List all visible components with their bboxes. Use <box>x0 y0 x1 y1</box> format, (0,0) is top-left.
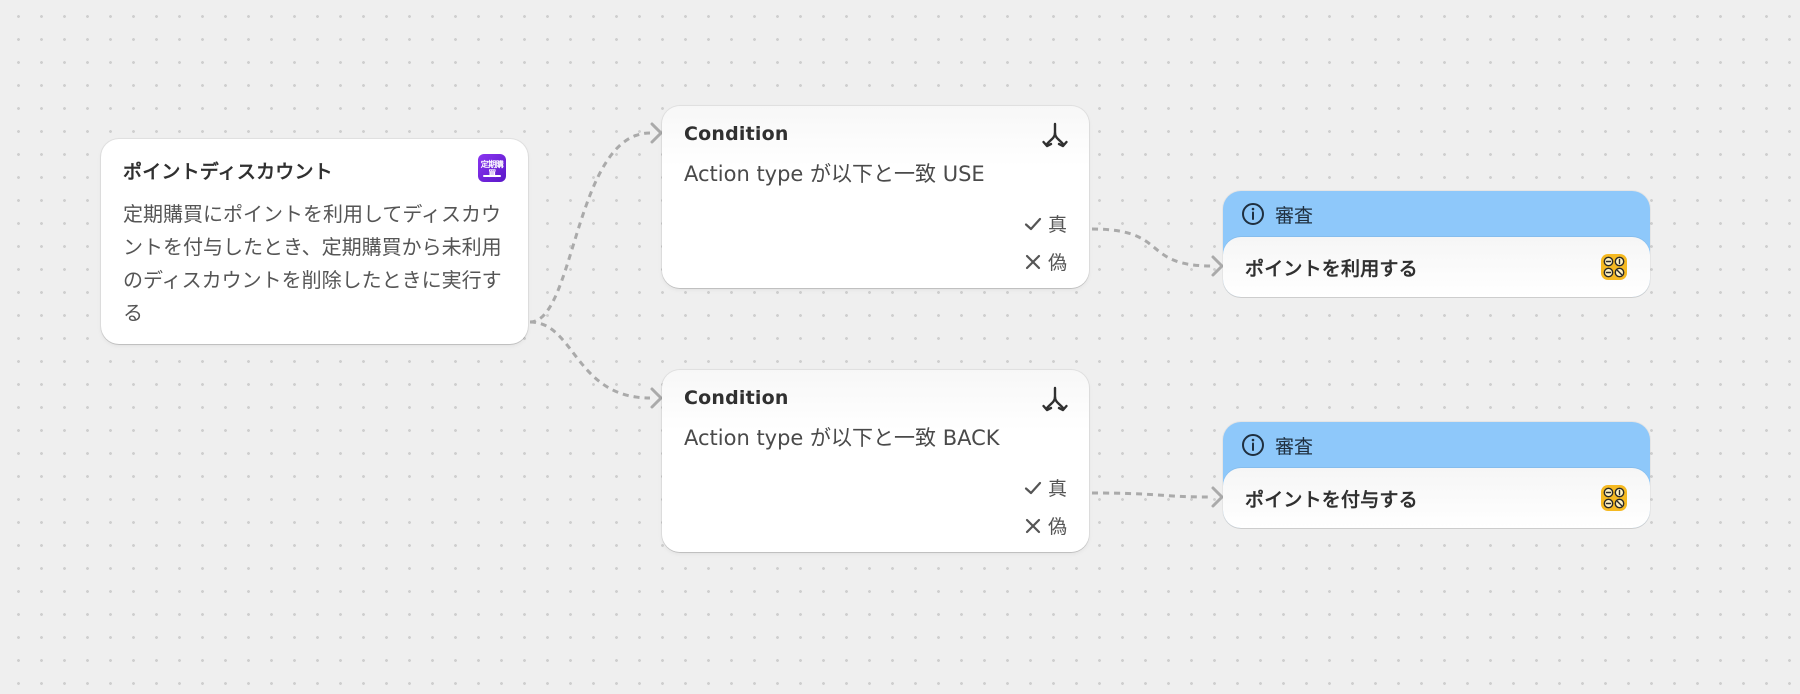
trigger-node[interactable]: ポイントディスカウント 定期購買 定期購買にポイントを利用してディスカウントを付… <box>101 139 528 344</box>
info-icon <box>1242 203 1264 225</box>
action-title: ポイントを付与する <box>1245 488 1418 511</box>
review-badge-label: 審査 <box>1275 435 1314 458</box>
review-badge-label: 審査 <box>1275 204 1314 227</box>
action-node[interactable]: 審査 ポイントを利用する <box>1223 191 1650 297</box>
condition-expression: Action type が以下と一致 USE <box>684 162 985 186</box>
action-title: ポイントを利用する <box>1245 257 1418 280</box>
subscription-app-icon-label: 定期購買 <box>480 160 504 178</box>
branch-true-label: 真 <box>1047 214 1067 236</box>
condition-node[interactable]: Condition Action type が以下と一致 USE 真 偽 <box>662 106 1089 288</box>
arrowhead-action-1 <box>1211 255 1224 277</box>
close-icon <box>1025 518 1041 533</box>
trigger-title: ポイントディスカウント <box>123 161 333 183</box>
condition-title: Condition <box>684 387 789 409</box>
review-badge: 審査 <box>1223 422 1650 468</box>
close-icon <box>1025 254 1041 269</box>
connector-trigger-to-condition-2 <box>529 320 651 400</box>
trigger-description: 定期購買にポイントを利用してディスカウントを付与したとき、定期購買から未利用のデ… <box>123 202 502 325</box>
branch-icon <box>1042 386 1068 412</box>
branch-false-label: 偽 <box>1047 252 1067 274</box>
branch-false: 偽 <box>1024 248 1067 275</box>
check-icon <box>1024 217 1042 230</box>
info-icon <box>1242 434 1264 456</box>
action-node[interactable]: 審査 ポイントを付与する <box>1223 422 1650 528</box>
connector-condition-2-to-action-2 <box>1091 491 1213 499</box>
condition-title: Condition <box>684 123 789 145</box>
points-app-icon <box>1601 485 1627 511</box>
subscription-app-icon: 定期購買 <box>478 154 506 182</box>
condition-expression: Action type が以下と一致 BACK <box>684 426 1000 450</box>
branch-true: 真 <box>1024 474 1067 501</box>
connector-trigger-to-condition-1 <box>529 131 651 324</box>
action-body: ポイントを利用する <box>1223 237 1650 297</box>
branch-true-label: 真 <box>1047 478 1067 500</box>
branch-true: 真 <box>1024 210 1067 237</box>
action-body: ポイントを付与する <box>1223 468 1650 528</box>
points-app-icon <box>1601 254 1627 280</box>
review-badge: 審査 <box>1223 191 1650 237</box>
arrowhead-condition-2 <box>650 387 663 409</box>
branch-icon <box>1042 122 1068 148</box>
arrowhead-condition-1 <box>650 122 663 144</box>
check-icon <box>1024 481 1042 494</box>
connector-condition-1-to-action-1 <box>1091 227 1213 268</box>
arrowhead-action-2 <box>1211 486 1224 508</box>
condition-node[interactable]: Condition Action type が以下と一致 BACK 真 偽 <box>662 370 1089 552</box>
branch-false: 偽 <box>1024 512 1067 539</box>
branch-false-label: 偽 <box>1047 516 1067 538</box>
